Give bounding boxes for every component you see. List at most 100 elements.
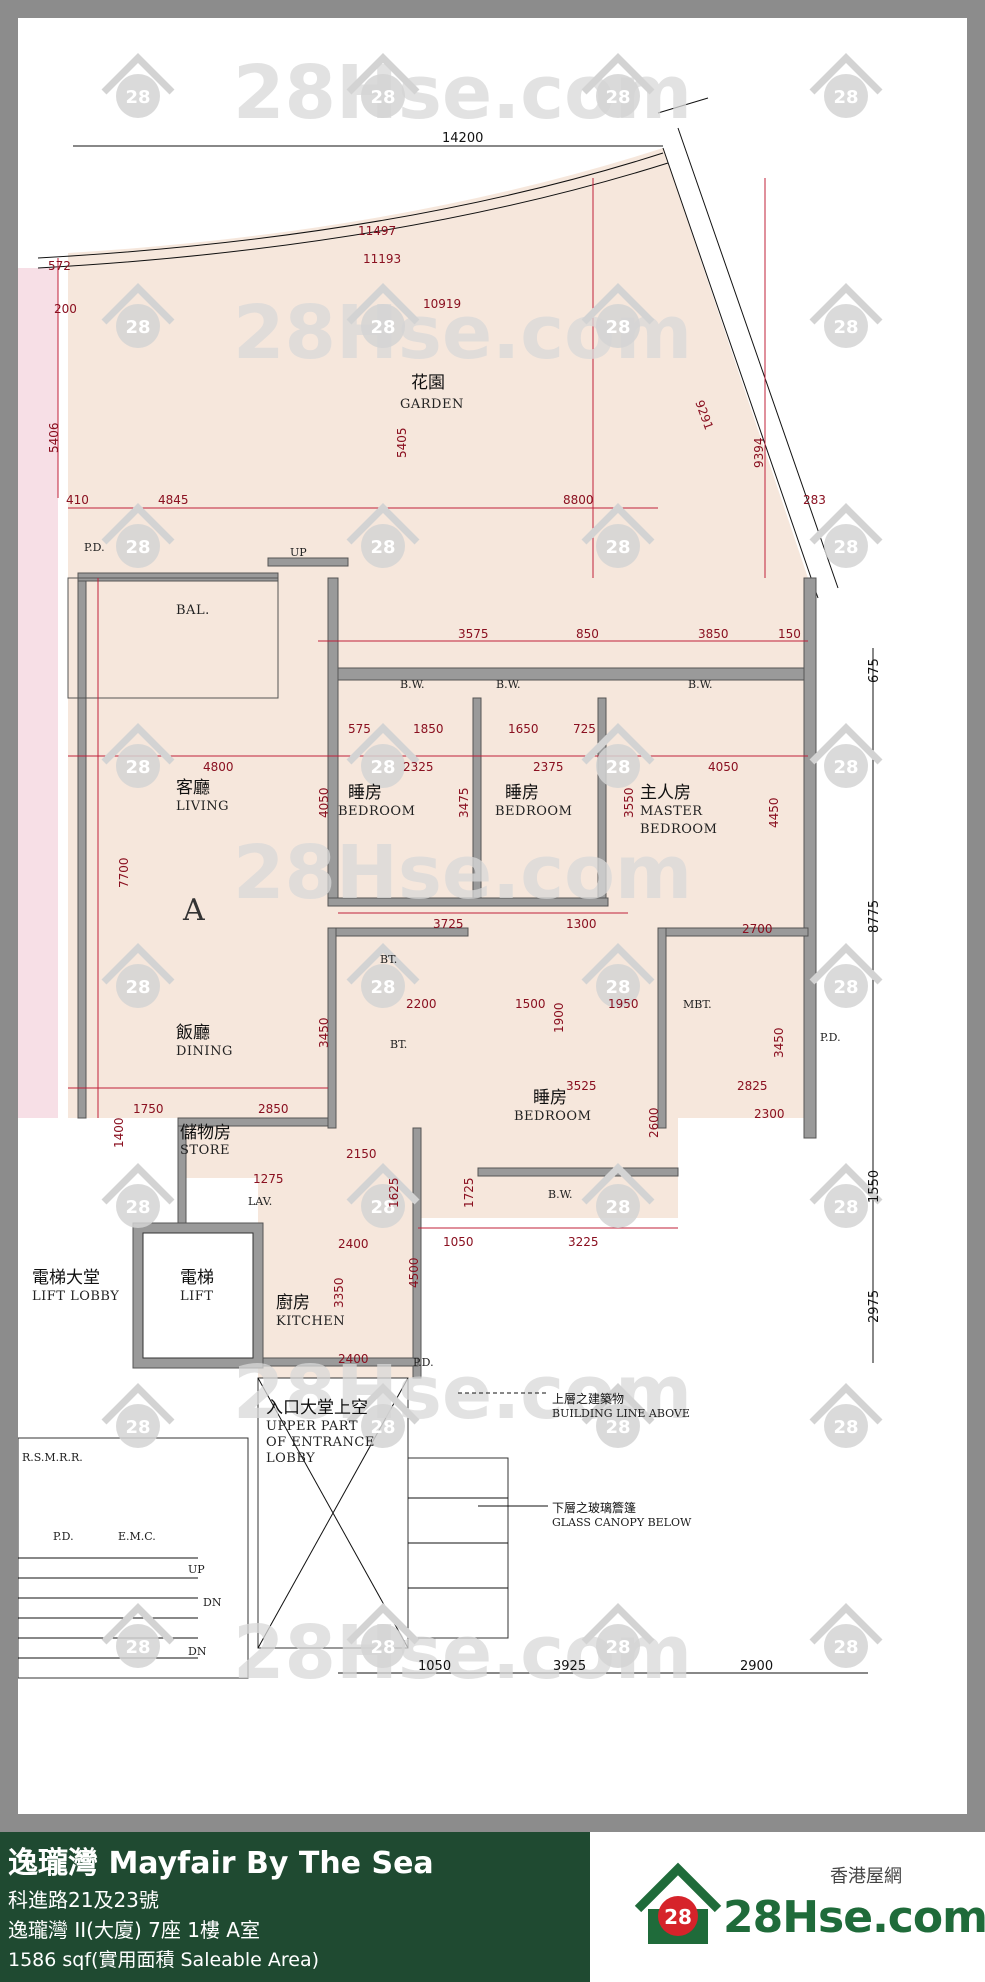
watermark-text: 28Hse.com [233,830,692,916]
dim-1625: 1625 [387,1177,401,1208]
kitchen-label-cn: 廚房 [276,1292,310,1313]
watermark-badges: 28 28 28 28 28 28 28 28 28 28 28 28 28 28 28 28 28 28 28 28… [101,53,883,1668]
dim-4800: 4800 [203,760,234,774]
dim-2975: 2975 [867,1290,882,1323]
watermark-badge-icon: 28 [809,503,883,568]
dim-8775: 8775 [867,900,882,933]
store-label-cn: 儲物房 [180,1123,231,1143]
bedroom3-label-en: BEDROOM [514,1109,591,1124]
stair-up-label: UP [188,1563,205,1576]
dim-1750: 1750 [133,1102,164,1116]
watermark-badge-icon: 28 [581,283,655,348]
property-title: 逸瓏灣 Mayfair By The Sea [8,1846,434,1881]
svg-text:28: 28 [605,87,630,108]
svg-text:28: 28 [125,1197,150,1218]
entrance-label-en1: UPPER PART [266,1419,358,1434]
watermark-badge-icon: 28 [101,283,175,348]
dim-1050-red: 1050 [443,1235,474,1249]
dim-top-total: 14200 [442,131,483,146]
glass-canopy [407,1457,509,1639]
lift-car [142,1232,254,1359]
canopy-note-en: GLASS CANOPY BELOW [552,1516,692,1529]
lav-label: LAV. [248,1195,272,1208]
svg-text:28: 28 [370,317,395,338]
watermark-badge-icon: 28 [581,943,655,1008]
balcony-label: BAL. [176,603,210,618]
wall [177,1117,329,1127]
watermark-badge-icon: 28 [581,53,655,118]
svg-text:28: 28 [605,1637,630,1658]
master-label-en1: MASTER [640,804,703,819]
svg-text:28: 28 [833,537,858,558]
watermark-badge-icon: 28 [346,53,420,118]
dim-2900: 2900 [740,1659,773,1674]
dim-2300: 2300 [754,1107,785,1121]
garden-label-cn: 花園 [411,373,445,393]
watermark-badge-icon: 28 [346,1603,420,1668]
pd-label: P.D. [84,541,105,554]
svg-text:28: 28 [605,977,630,998]
wall [327,927,337,1129]
watermark-badge-icon: 28 [581,1383,655,1448]
rsmrr-label: R.S.M.R.R. [22,1451,83,1464]
watermark-badge-icon: 28 [809,283,883,348]
stair-down-label: DN [188,1645,207,1658]
wall [267,557,349,567]
dim-11497: 11497 [358,224,396,238]
dim-9394: 9394 [752,437,766,468]
balcony-outline [67,577,279,699]
svg-text:28: 28 [125,977,150,998]
dim-1650: 1650 [508,722,539,736]
garden-diagonal-edge [677,127,839,589]
svg-text:28: 28 [833,87,858,108]
dim-3575: 3575 [458,627,489,641]
brand-name-cn: 香港屋網 [830,1866,902,1887]
lift-lobby-label-cn: 電梯大堂 [32,1268,100,1288]
entrance-label-en3: LOBBY [266,1451,315,1466]
svg-text:28: 28 [125,757,150,778]
watermark-badge-icon: 28 [346,943,420,1008]
garden-edge-line [37,152,664,259]
watermark-badge-icon: 28 [101,943,175,1008]
brand-wordmark: 28Hse.com [723,1892,985,1943]
dim-283: 283 [803,493,826,507]
dim-2700: 2700 [742,922,773,936]
watermark-badge-icon: 28 [346,1163,420,1228]
dim-1400: 1400 [112,1117,126,1148]
store-label-en: STORE [180,1143,230,1158]
dim-675: 675 [867,658,882,683]
dim-3850: 3850 [698,627,729,641]
bay-window-label: B.W. [548,1188,572,1201]
svg-text:28: 28 [605,317,630,338]
lift-label-cn: 電梯 [180,1268,214,1288]
stair-down-label: DN [203,1596,222,1609]
emc-label: E.M.C. [118,1530,156,1543]
floor-plan-area: 28Hse.com 28Hse.com 28Hse.com 28Hse.com … [18,18,967,1814]
bedroom2-label-en: BEDROOM [495,804,572,819]
watermark-badge-icon: 28 [346,283,420,348]
dining-label-en: DINING [176,1044,233,1059]
svg-text:28: 28 [370,537,395,558]
dim-11193: 11193 [363,252,401,266]
house-logo-icon: 28 [634,1862,722,1944]
wall [412,1127,422,1379]
watermark-badge-icon: 28 [809,1603,883,1668]
svg-text:28: 28 [605,1417,630,1438]
dim-3550: 3550 [622,787,636,818]
watermark-badge-icon: 28 [101,1383,175,1448]
svg-text:28: 28 [125,1637,150,1658]
watermark-badge-icon: 28 [809,1163,883,1228]
dining-label-cn: 飯廳 [176,1023,210,1043]
wall [657,927,809,937]
dim-2400-b: 2400 [338,1352,369,1366]
logo-badge-text: 28 [664,1905,692,1929]
svg-text:28: 28 [605,757,630,778]
garden-area [68,148,808,578]
wall [77,577,87,1119]
svg-text:28: 28 [833,977,858,998]
bay-window-label: B.W. [688,678,712,691]
watermark-badge-icon: 28 [581,503,655,568]
dim-850: 850 [576,627,599,641]
svg-text:28: 28 [370,1417,395,1438]
dim-1725: 1725 [462,1177,476,1208]
